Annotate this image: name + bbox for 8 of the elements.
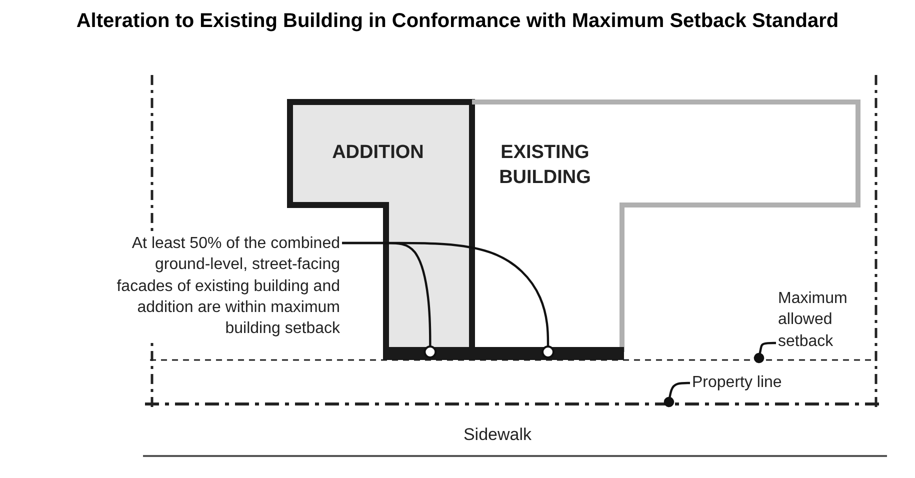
- leader-line: [342, 242, 554, 358]
- callout-text: Property line: [692, 373, 783, 393]
- title: Alteration to Existing Building in Conformance with Maximum Setback Standard: [75, 9, 840, 34]
- building-label: EXISTING BUILDING: [498, 141, 592, 190]
- sidewalk-label: Sidewalk: [462, 424, 533, 446]
- building-label: ADDITION: [331, 141, 425, 165]
- leader-line: [664, 382, 690, 408]
- callout-text: Maximum allowed setback: [778, 289, 848, 352]
